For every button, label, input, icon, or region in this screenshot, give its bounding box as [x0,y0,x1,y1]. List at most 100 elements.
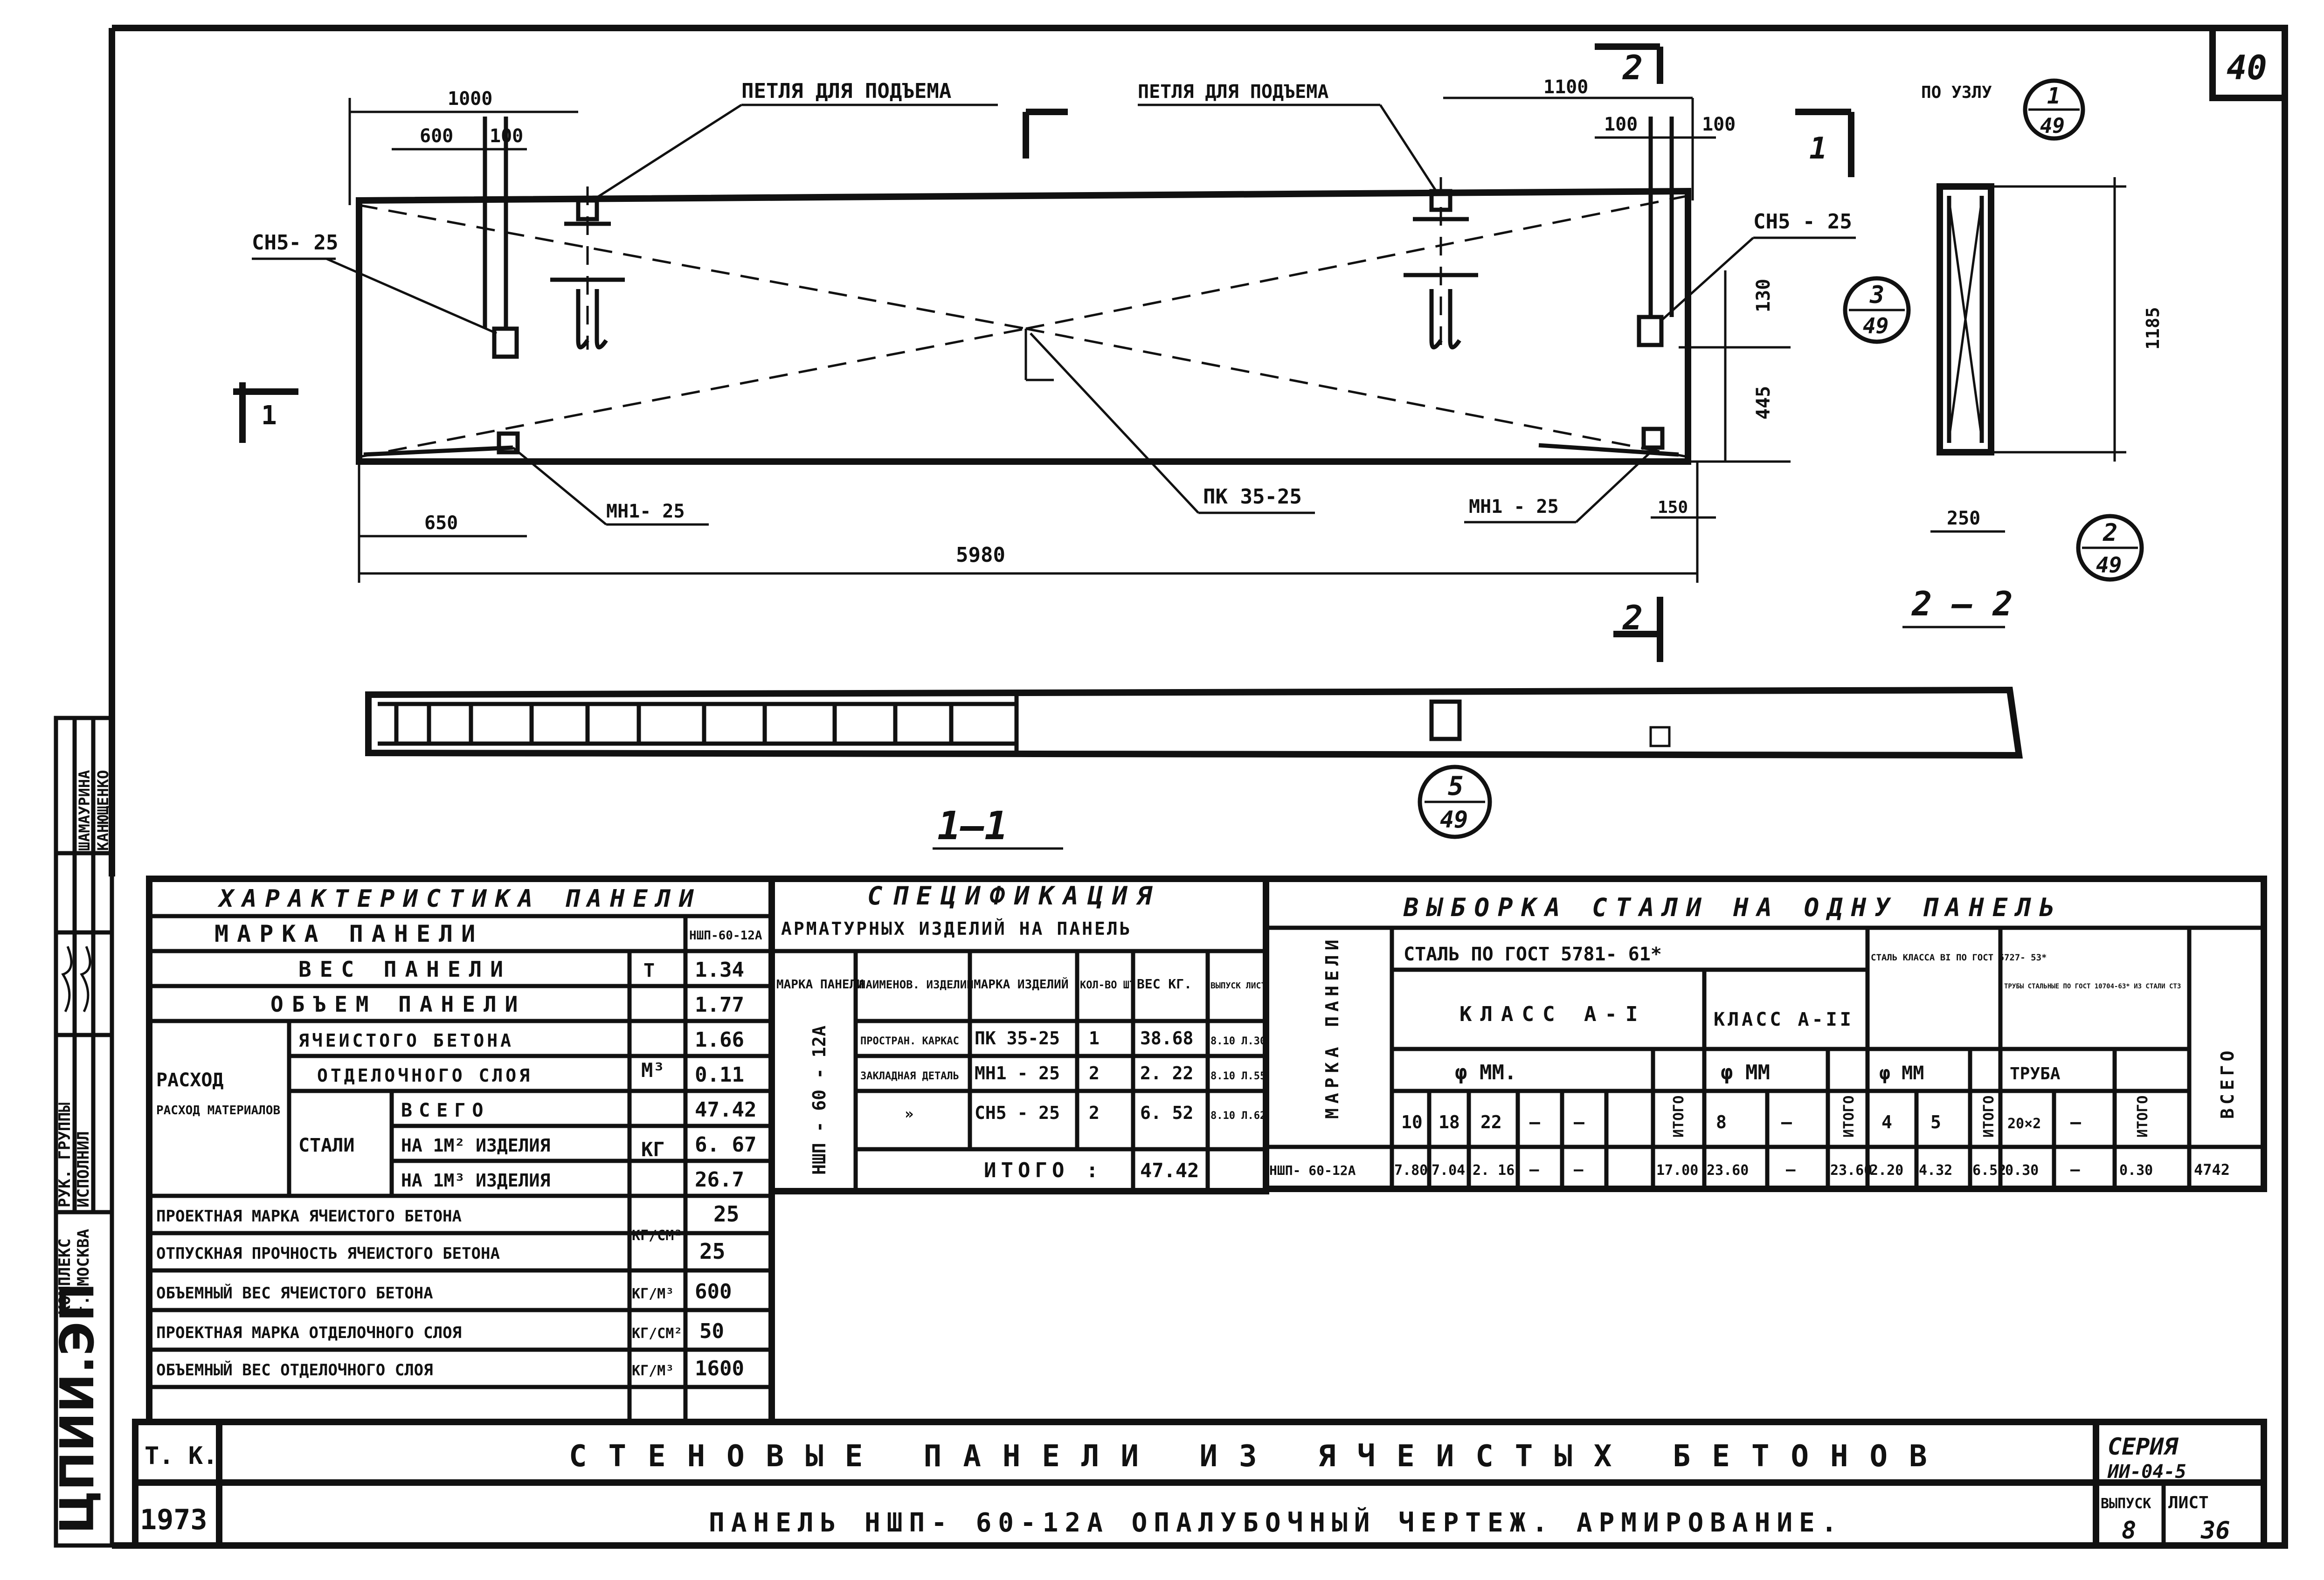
steel-phi-a1: φ ММ. [1455,1061,1516,1084]
spec-h-item: МАРКА ИЗДЕЛИЙ [974,977,1069,992]
callout-2-49-bot: 49 [2096,552,2122,578]
char-finish-layer: ОТДЕЛОЧНОГО СЛОЯ [317,1065,533,1086]
steel-mark-header: МАРКА ПАНЕЛИ [1322,935,1342,1119]
char-kgm3-unit-b: КГ/М³ [632,1363,674,1379]
dim-600: 600 [420,125,453,147]
steel-gost-header: СТАЛЬ ПО ГОСТ 5781- 61* [1404,944,1662,965]
callout-5-49-top: 5 [1448,771,1464,801]
steel-d-dash3: — [1781,1112,1792,1132]
dim-650: 650 [424,512,458,534]
dim-1185: 1185 [2143,307,2163,350]
dim-5980: 5980 [956,543,1005,567]
insert-mn1-left [497,431,520,455]
steel-pipe-size: 20×2 [2007,1116,2041,1132]
callout-1-49-top: 1 [2047,83,2061,109]
stamp-name-1: ШАМАУРИНА [76,770,93,851]
char-finish-density-value: 1600 [695,1357,744,1380]
side-stamp: ЦПИИ.ЭП КОМПЛЕКС г. МОСКВА РУК. ГРУППЫ И… [50,716,114,1548]
char-design-grade-value: 25 [713,1201,739,1227]
spec-title-1: СПЕЦИФИКАЦИЯ [867,881,1161,911]
stamp-role-1: РУК. ГРУППЫ [55,1103,74,1207]
tb-sheet-label: ЛИСТ [2168,1493,2209,1512]
spec-row2-name: ЗАКЛАДНАЯ ДЕТАЛЬ [860,1070,959,1082]
uzel-label: ПО УЗЛУ [1921,83,1992,102]
char-total-value: 47.42 [695,1098,756,1122]
steel-row-mark: НШП- 60-12А [1269,1163,1356,1178]
steel-v-12: 0.30 [2005,1162,2039,1179]
steel-v-0: 7.80 [1394,1162,1428,1179]
spec-h-qty: КОЛ-ВО ШТ. [1080,980,1141,991]
steel-class-a1: КЛАСС А-I [1459,1002,1646,1026]
steel-v-13: — [2070,1160,2080,1179]
char-per-m3: НА 1М³ ИЗДЕЛИЯ [401,1170,550,1191]
spec-h-ref: ВЫПУСК ЛИСТ [1210,981,1266,991]
steel-v-3: — [1529,1160,1539,1179]
spec-h-mark: МАРКА ПАНЕЛИ [776,978,864,992]
char-steel: СТАЛИ [298,1135,354,1156]
steel-v-5: 17.00 [1656,1162,1698,1179]
char-volume-value: 1.77 [695,993,744,1017]
char-kgm3-unit: КГ/М³ [632,1286,674,1302]
steel-class-a2: КЛАСС А-II [1714,1009,1854,1030]
anchor-cn5-right [1637,315,1664,347]
stamp-org: ЦПИИ.ЭП [50,1283,104,1534]
steel-d-4: 4 [1881,1112,1892,1132]
callout-5-49-bot: 49 [1440,806,1468,833]
dim-100-right: 100 [1702,114,1736,135]
spec-row2-weight: 2. 22 [1140,1063,1193,1083]
steel-v-7: — [1786,1160,1796,1179]
steel-phi-a2: φ ММ [1721,1061,1770,1084]
section-22-label: 2 — 2 [1911,584,2013,623]
lifting-loop-right [1404,177,1478,350]
anchor-cn5-left [492,326,519,359]
title-block: Т. К. 1973 СТЕНОВЫЕ ПАНЕЛИ ИЗ ЯЧЕИСТЫХ Б… [132,1419,2267,1549]
steel-v-14: 0.30 [2119,1162,2153,1179]
char-density: ОБЪЕМНЫЙ ВЕС ЯЧЕИСТОГО БЕТОНА [156,1283,433,1303]
dim-1100: 1100 [1543,76,1588,98]
steel-v-11: 6.52 [1972,1162,2006,1179]
char-release: ОТПУСКНАЯ ПРОЧНОСТЬ ЯЧЕИСТОГО БЕТОНА [156,1244,500,1263]
section-1-right: 1 [1809,131,1827,166]
steel-v-1: 7.04 [1432,1162,1465,1179]
stamp-complex: КОМПЛЕКС [55,1238,74,1315]
char-weight-label: ВЕС ПАНЕЛИ [298,957,512,982]
steel-d-5: 5 [1930,1112,1941,1132]
tb-sheet-value: 36 [2200,1517,2230,1545]
spec-row3-name: » [905,1105,913,1123]
spec-row1-weight: 38.68 [1140,1028,1193,1049]
steel-v-6: 23.60 [1707,1162,1749,1179]
char-per-m2: НА 1М² ИЗДЕЛИЯ [401,1135,550,1156]
steel-d-8: 8 [1716,1112,1727,1132]
steel-v-8: 23.60 [1830,1162,1872,1179]
specification-table: СПЕЦИФИКАЦИЯ АРМАТУРНЫХ ИЗДЕЛИЙ НА ПАНЕЛ… [768,876,1269,1194]
steel-v-15: 4742 [2194,1161,2230,1179]
spec-row1-mark: ПК 35-25 [975,1028,1060,1049]
spec-row2-ref: 8.10 Л.55 [1210,1070,1266,1082]
dimensions: 1000 600 100 1100 100 100 130 445 650 59… [348,76,1791,583]
section-1-1: 1—1 [365,686,2023,850]
steel-d-22: 22 [1480,1112,1502,1132]
char-kg-unit: КГ [641,1138,665,1161]
callout-2-49: 2 49 [2076,514,2144,582]
tb-main-title: СТЕНОВЫЕ ПАНЕЛИ ИЗ ЯЧЕИСТЫХ БЕТОНОВ [569,1439,1949,1474]
mn1-right-label: МН1 - 25 [1469,496,1559,517]
dim-100-left: 100 [490,125,523,147]
spec-h-name: НАИМЕНОВ. ИЗДЕЛИЙ [859,978,974,991]
callout-1-49-bot: 49 [2040,114,2065,138]
pk-label: ПК 35-25 [1203,485,1302,509]
spec-row1-ref: 8.10 Л.30 [1210,1035,1266,1047]
mn1-left-label: МН1- 25 [606,501,685,522]
steel-itogo-a2: ИТОГО [1841,1096,1857,1138]
steel-phi-b1: φ ММ [1879,1063,1924,1084]
tb-year: 1973 [140,1504,208,1536]
sheet-number: 40 [2227,48,2267,87]
tb-issue-label: ВЫПУСК [2101,1496,2151,1512]
char-finish-grade-value: 50 [699,1319,724,1343]
spec-total-label: ИТОГО : [984,1159,1103,1182]
dim-130: 130 [1753,279,1774,312]
signature-2 [80,946,91,1013]
char-per-m2-value: 6. 67 [695,1133,756,1157]
char-release-value: 25 [699,1239,725,1264]
tb-series-value: ИИ-04-5 [2107,1461,2186,1483]
spec-h-weight: ВЕС КГ. [1137,976,1192,992]
